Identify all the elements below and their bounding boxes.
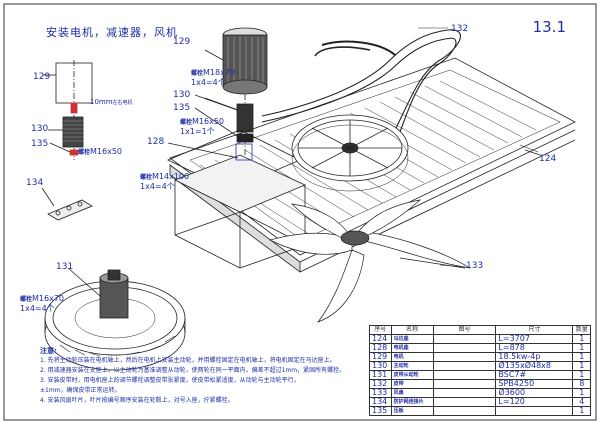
bolt-m18-qty: 1x4=4个 xyxy=(191,78,226,87)
bolt-m16b-key: 螺栓 xyxy=(20,296,33,303)
bolt-m14-size: M14x100 xyxy=(152,172,190,181)
bom-row-drawing xyxy=(432,361,497,371)
drive-pulley-130 xyxy=(194,94,254,143)
note-1: 1. 先将主动轮压装在电机轴上，然后在电机上安装主动轮，并用螺栓固定在电机轴上，… xyxy=(40,357,336,364)
bill-of-materials: 序号 名称 图号 尺寸 数量 124 马达座 L=3707 1 128 电机座 … xyxy=(369,325,591,416)
bolt-m16c-size: M16x50 xyxy=(90,147,123,156)
bom-row-name: 皮带从动轮 xyxy=(390,370,434,380)
bolt-m16-label: 螺栓M16x50 1x1=1个 xyxy=(180,117,224,136)
callout-134: 134 xyxy=(26,178,44,188)
bom-row: 128 电机座 L=878 1 xyxy=(369,343,591,353)
bom-row-drawing xyxy=(432,334,497,344)
bom-row-name: 防护网连接片 xyxy=(390,397,434,407)
drawing-frame xyxy=(3,3,597,421)
sheet-number: 13.1 xyxy=(532,18,566,36)
bolt-m16-qty: 1x1=1个 xyxy=(180,127,215,136)
fan-133 xyxy=(269,199,471,323)
motor-exploded-view xyxy=(43,60,93,160)
bom-row-drawing xyxy=(432,388,497,398)
assembly-notes: 注意: 1. 先将主动轮压装在电机轴上，然后在电机上安装主动轮，并用螺栓固定在电… xyxy=(40,346,365,406)
motor-base-128 xyxy=(167,129,306,269)
note-3: 3. 安装皮带时，用电机座上的调节螺栓调整皮带张紧度，使皮带松紧适度，从动轮与主… xyxy=(40,377,300,384)
bom-row: 135 压板 1 xyxy=(369,406,591,416)
bom-row-size: L=120 xyxy=(495,397,574,407)
bom-row: 133 风扇 Ø3600 1 xyxy=(369,388,591,398)
callout-133: 133 xyxy=(466,261,484,271)
bom-row: 124 马达座 L=3707 1 xyxy=(369,334,591,344)
callout-130-left: 130 xyxy=(31,124,49,134)
bolt-m14-qty: 1x4=4个 xyxy=(140,182,175,191)
note-3-tolerance: ±1mm，确保皮带正常运转。 xyxy=(40,387,121,394)
bom-row-name: 电机座 xyxy=(390,343,434,353)
bolt-m16-key: 螺栓 xyxy=(180,119,193,126)
bom-row-drawing xyxy=(432,352,497,362)
bom-header-row: 序号 名称 图号 尺寸 数量 xyxy=(369,325,591,335)
bolt-m16c-label: 螺栓M16x50 xyxy=(78,147,122,157)
callout-129-left: 129 xyxy=(33,72,51,82)
bom-row-name: 马达座 xyxy=(390,334,434,344)
bom-row-name: 风扇 xyxy=(390,388,434,398)
bom-row-no: 135 xyxy=(369,406,392,416)
bom-row: 134 防护网连接片 L=120 4 xyxy=(369,397,591,407)
bom-row-drawing xyxy=(432,397,497,407)
motor-129 xyxy=(204,27,268,160)
notes-heading: 注意: xyxy=(40,347,57,355)
bom-row-name: 皮带 xyxy=(390,379,434,389)
bolt-m16b-size: M16x70 xyxy=(32,294,65,303)
callout-129: 129 xyxy=(173,37,191,47)
callout-135: 135 xyxy=(173,103,191,113)
connection-plate-134 xyxy=(41,187,93,221)
bom-row-name: 主动轮 xyxy=(390,361,434,371)
bom-header-drawing: 图号 xyxy=(432,325,497,335)
callout-135-left: 135 xyxy=(31,139,49,149)
belt-132 xyxy=(261,29,461,133)
bom-row: 131 皮带从动轮 BSC7# 1 xyxy=(369,370,591,380)
bolt-m16c-key: 螺栓 xyxy=(78,149,91,156)
bom-row-drawing xyxy=(432,370,497,380)
bom-row: 129 电机 18.5kw-4p 1 xyxy=(369,352,591,362)
bom-row-drawing xyxy=(432,343,497,353)
note-4: 4. 安装风扇叶片，叶片按编号顺序安装在轮毂上，对号入座，拧紧螺栓。 xyxy=(40,397,234,404)
bom-row-name: 压板 xyxy=(390,406,434,416)
motor-gap-label: 10mm左右电机 xyxy=(90,98,133,108)
driven-pulley-131 xyxy=(44,267,186,371)
callout-128: 128 xyxy=(147,137,165,147)
bolt-m16b-qty: 1x4=4个 xyxy=(20,304,55,313)
bolt-m14-key: 螺栓 xyxy=(140,174,153,181)
bolt-m16-size: M16x50 xyxy=(192,117,225,126)
drawing-title: 安装电机，减速器，风机 xyxy=(46,26,178,39)
bom-row-name: 电机 xyxy=(390,352,434,362)
bom-row-drawing xyxy=(432,379,497,389)
callout-130: 130 xyxy=(173,90,191,100)
note-2: 2. 用减速器安装在支座上，以主动轮为基准调整从动轮，使两轮在同一平面内，偏差不… xyxy=(40,367,346,374)
bolt-m18-key: 螺栓 xyxy=(191,70,204,77)
bom-row-qty: 1 xyxy=(572,406,591,416)
bolt-m14-label: 螺栓M14x100 1x4=4个 xyxy=(140,172,189,191)
bom-row-size xyxy=(495,406,574,416)
motor-gap-note: 左右电机 xyxy=(112,100,133,106)
bolt-m16b-label: 螺栓M16x70 1x4=4个 xyxy=(20,294,64,313)
bom-header-name: 名称 xyxy=(390,325,434,335)
callout-131: 131 xyxy=(56,262,74,272)
bom-row: 130 主动轮 Ø135xØ48x8 1 xyxy=(369,361,591,371)
bolt-m18-label: 螺栓M18x70 1x4=4个 xyxy=(191,68,235,87)
driven-pulley-top xyxy=(291,114,409,192)
bom-row: 132 皮带 SPB4250 8 xyxy=(369,379,591,389)
bolt-m18-size: M18x70 xyxy=(203,68,236,77)
callout-132: 132 xyxy=(451,24,469,34)
bom-row-drawing xyxy=(432,406,497,416)
motor-gap-value: 10mm xyxy=(90,98,113,106)
callout-124: 124 xyxy=(539,154,557,164)
